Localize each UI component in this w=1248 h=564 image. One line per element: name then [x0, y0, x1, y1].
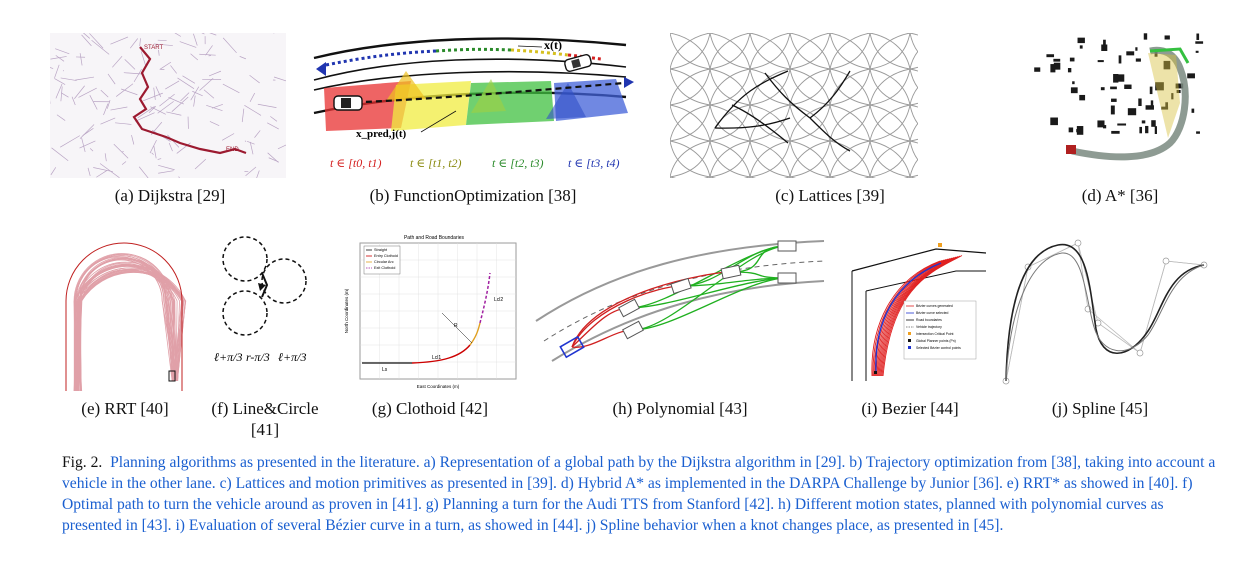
- panel-clothoid-image: Path and Road Boundaries Straight Entry …: [342, 231, 520, 391]
- label-f-2: [41]: [250, 420, 280, 439]
- label-d: (d) A* [36]: [1081, 186, 1159, 205]
- interval-2: t ∈ [t1, t2): [410, 156, 462, 170]
- legend-entry: Entry Clothoid: [374, 254, 398, 258]
- panel-dijkstra-image: START END: [50, 33, 286, 178]
- panel-polynomial-image: [532, 231, 828, 391]
- annot-l1: ℓ+π/3: [214, 350, 242, 364]
- legend-exit: Exit Clothoid: [374, 266, 395, 270]
- figure-caption: Fig. 2. Planning algorithms as presented…: [62, 452, 1222, 536]
- dijkstra-start-label: START: [144, 45, 163, 51]
- interval-3: t ∈ [t2, t3): [492, 156, 544, 170]
- clothoid-xlabel: East Coordinates (m): [417, 384, 460, 389]
- bz-legend-6: Global Planner points (Pn): [916, 339, 956, 343]
- bz-legend-7: Selected Bézier control points: [916, 346, 961, 350]
- annot-R: R: [454, 323, 458, 329]
- bz-legend-3: Road boundaries: [916, 318, 942, 322]
- panel-spline-image: [998, 231, 1208, 391]
- annot-l2: ℓ+π/3: [278, 350, 306, 364]
- label-b: (b) FunctionOptimization [38]: [369, 186, 577, 205]
- interval-1: t ∈ [t0, t1): [330, 156, 382, 170]
- annot-x-pred: x_pred,j(t): [356, 128, 407, 140]
- label-g: (g) Clothoid [42]: [371, 399, 489, 418]
- legend-arc: Circular Arc: [374, 260, 394, 264]
- label-e: (e) RRT [40]: [81, 399, 169, 418]
- panel-line-circle-image: ℓ+π/3 r-π/3 ℓ+π/3: [212, 231, 314, 391]
- caption-lead: Fig. 2.: [62, 454, 103, 471]
- caption-body: Planning algorithms as presented in the …: [62, 454, 1216, 534]
- label-h: (h) Polynomial [43]: [612, 399, 748, 418]
- label-a: (a) Dijkstra [29]: [114, 186, 226, 205]
- panel-astar-image: [1030, 33, 1206, 178]
- label-c: (c) Lattices [39]: [775, 186, 885, 205]
- clothoid-title: Path and Road Boundaries: [404, 235, 465, 241]
- annot-lcl1: Lcl1: [432, 355, 441, 361]
- dijkstra-end-label: END: [226, 147, 239, 153]
- legend-straight: Straight: [374, 248, 388, 252]
- annot-r: r-π/3: [246, 350, 270, 364]
- annot-ls: Ls: [382, 367, 388, 373]
- label-f-1: (f) Line&Circle: [211, 399, 319, 418]
- panel-lattices-image: [670, 33, 918, 178]
- bz-legend-5: Intersection Critical Point: [916, 332, 954, 336]
- bz-legend-4: Vehicle trajectory: [916, 325, 942, 329]
- bz-legend-1: Bézier curves generated: [916, 304, 953, 308]
- panel-bezier-image: Bézier curves generated Bézier curve sel…: [836, 231, 986, 391]
- label-j: (j) Spline [45]: [1051, 399, 1149, 418]
- bz-legend-2: Bézier curve selected: [916, 311, 949, 315]
- panel-function-optimization-image: x(t) x_pred,j(t) t ∈ [t0, t1) t ∈ [t1, t…: [306, 33, 640, 178]
- annot-lcl2: Lcl2: [494, 297, 503, 303]
- label-i: (i) Bezier [44]: [861, 399, 959, 418]
- panel-rrt-image: [62, 231, 192, 391]
- clothoid-ylabel: North Coordinates (m): [344, 288, 349, 333]
- annot-x-t: x(t): [544, 38, 562, 52]
- interval-4: t ∈ [t3, t4): [568, 156, 620, 170]
